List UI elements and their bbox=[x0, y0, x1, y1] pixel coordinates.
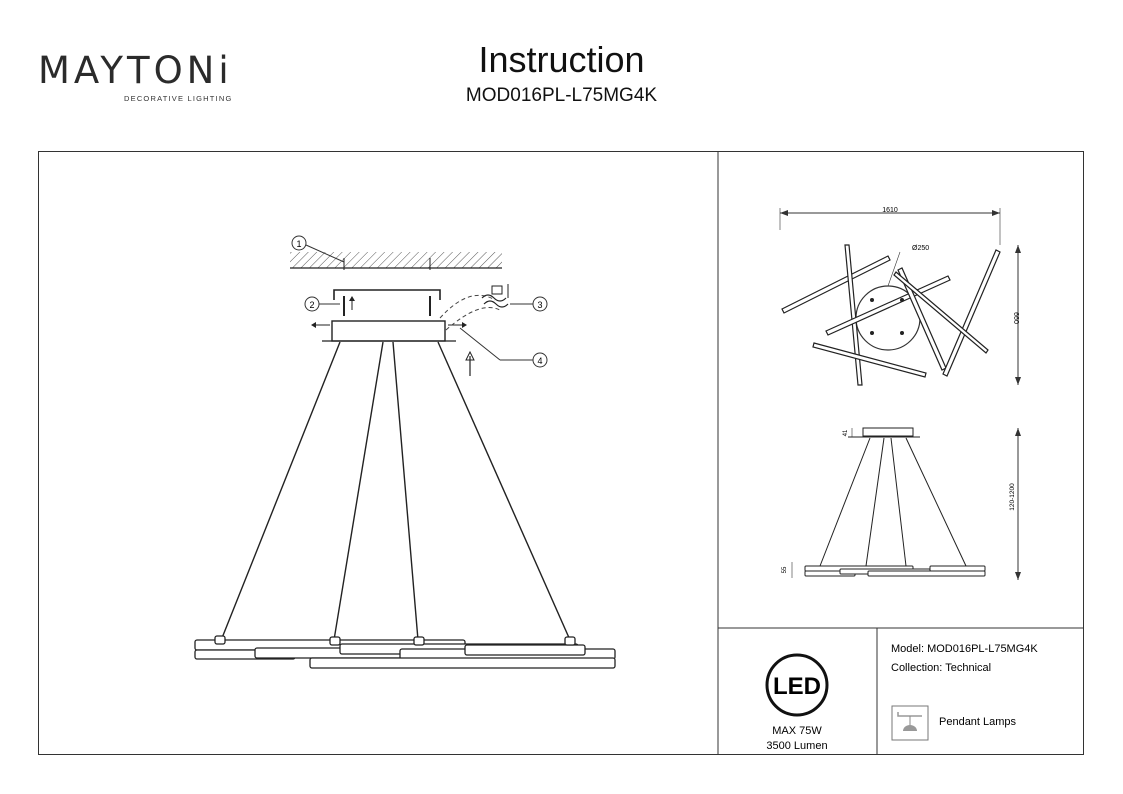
installation-diagram: 1 2 3 4 bbox=[194, 235, 616, 669]
category-label: Pendant Lamps bbox=[939, 716, 1017, 728]
drawing-frame bbox=[38, 151, 1084, 755]
led-badge: LED bbox=[765, 653, 829, 717]
side-view-drawing: 41 120-1200 55 bbox=[782, 427, 1021, 580]
wire-connector-detail bbox=[481, 284, 509, 308]
callout-3: 3 bbox=[510, 296, 548, 312]
pendant-lamp-icon bbox=[891, 705, 929, 741]
max-power: MAX 75W bbox=[772, 725, 822, 737]
brand-tagline: DECORATIVE LIGHTING bbox=[124, 94, 233, 103]
svg-text:LED: LED bbox=[773, 673, 821, 700]
width-dimension: 1610 bbox=[882, 207, 898, 214]
lumen-output: 3500 Lumen bbox=[766, 740, 827, 752]
panel-height-dimension: 55 bbox=[782, 566, 788, 573]
depth-dimension: 660 bbox=[1012, 312, 1019, 324]
svg-text:1: 1 bbox=[296, 239, 301, 249]
suspension-dimension: 120-1200 bbox=[1009, 483, 1016, 511]
light-bars bbox=[194, 635, 616, 669]
model-number: MOD016PL-L75MG4K bbox=[465, 85, 658, 106]
page-title: Instruction bbox=[478, 39, 645, 80]
svg-text:3: 3 bbox=[537, 300, 542, 310]
callout-4: 4 bbox=[459, 327, 548, 368]
top-view-drawing: 1610 660 Ø250 bbox=[779, 207, 1021, 386]
model-line: Model: MOD016PL-L75MG4K bbox=[891, 643, 1038, 655]
base-height-dimension: 41 bbox=[843, 429, 849, 436]
collection-line: Collection: Technical bbox=[891, 662, 991, 674]
callout-2: 2 bbox=[304, 296, 340, 312]
callout-1: 1 bbox=[291, 235, 345, 263]
brand-logo: MAYTONi bbox=[38, 49, 233, 92]
diameter-dimension: Ø250 bbox=[912, 245, 929, 252]
svg-text:4: 4 bbox=[537, 356, 542, 366]
svg-text:2: 2 bbox=[309, 300, 314, 310]
